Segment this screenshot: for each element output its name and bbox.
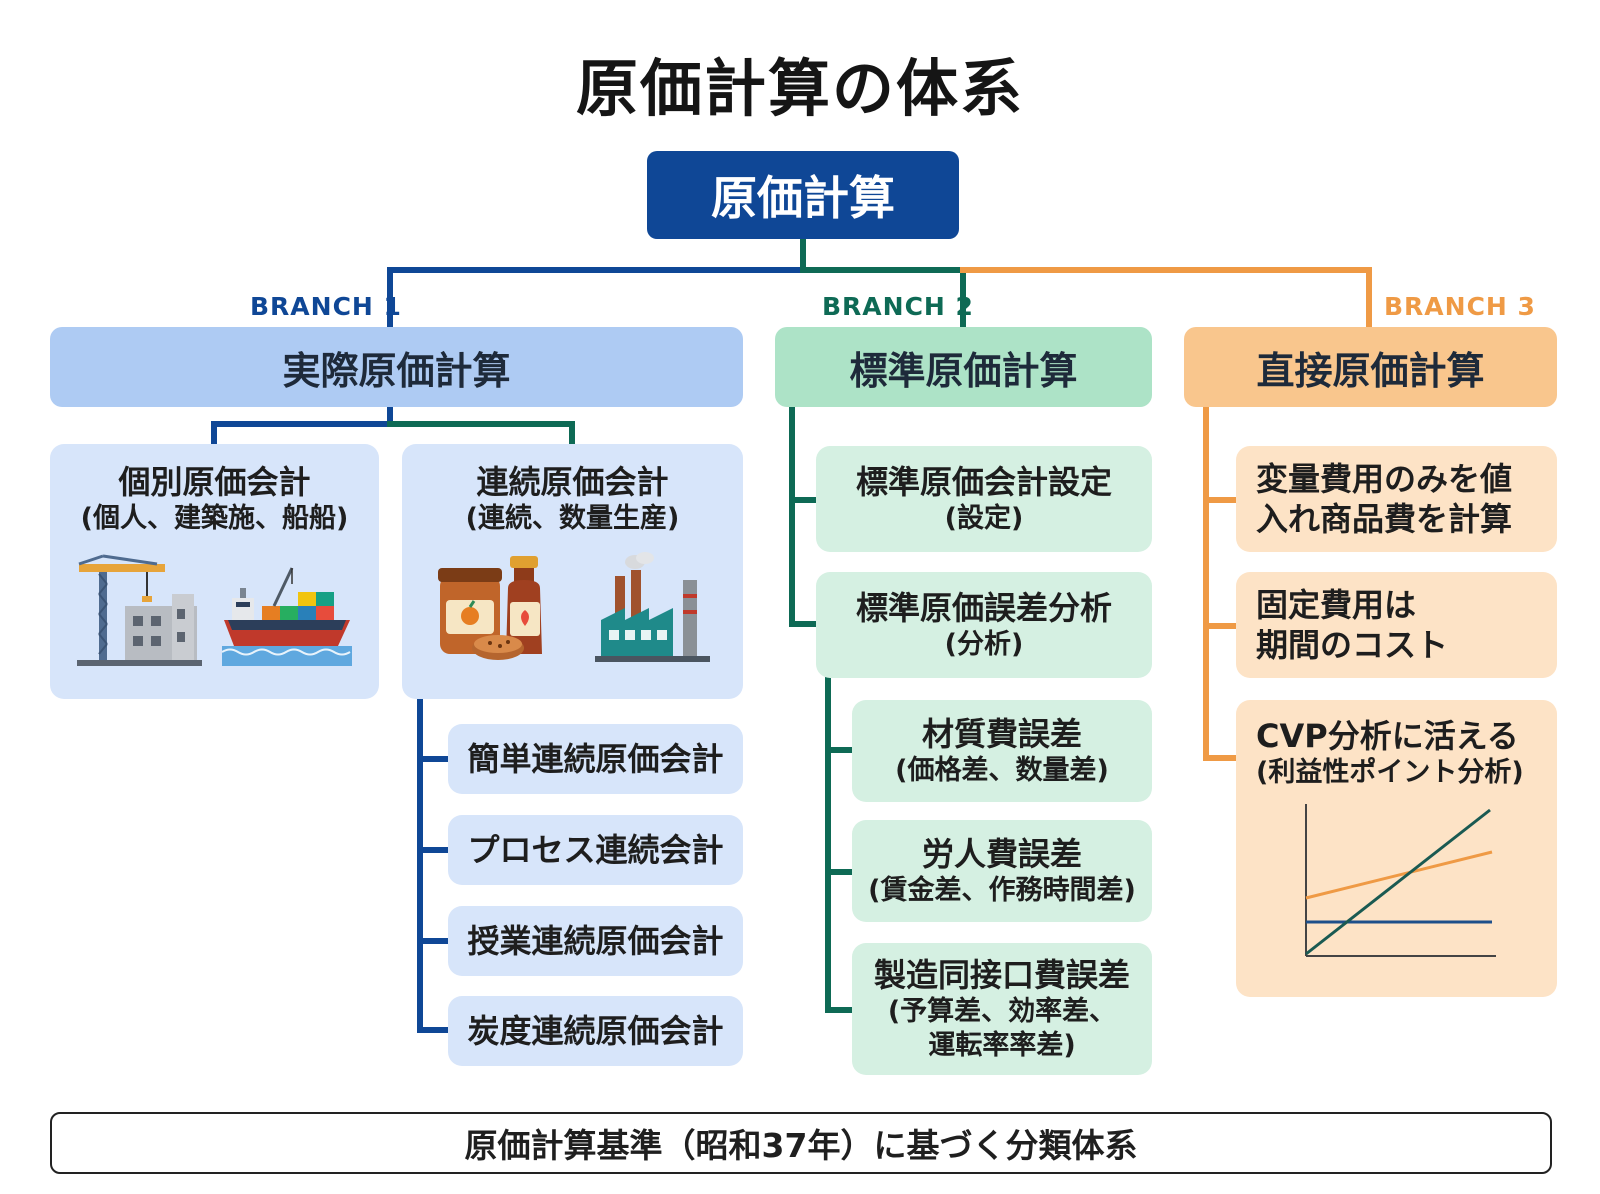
branch-2-subitem-labor: 労人費誤差 (賃金差、作務時間差) [852,820,1152,922]
crane-building-icon [77,554,202,670]
card-sub: (価格差、数量差) [895,755,1109,787]
card-sub: (分析) [944,629,1024,661]
card-line: CVP分析に活える [1256,717,1519,755]
card-sub: (予算差、効率差、 [887,996,1117,1028]
jar-bottle-food-icon [436,550,561,669]
branch-3-card-fixed: 固定費用は 期間のコスト [1236,572,1557,678]
branch-3-card-cvp: CVP分析に活える (利益性ポイント分析) [1236,700,1557,997]
card-line: 期間のコスト [1256,626,1449,664]
branch-2-tag: BRANCH 2 [822,292,974,321]
branch-1-card-job-order: 個別原価会計 (個人、建築施、船船) [50,444,379,699]
card-title: 個別原価会計 [118,463,311,501]
card-title: 製造同接口費誤差 [873,956,1130,995]
branch-3-card-variable: 変量費用のみを値 入れ商品費を計算 [1236,446,1557,552]
branch-2-card-setting: 標準原価会計設定 (設定) [816,446,1152,552]
card-title: 労人費誤差 [921,835,1082,874]
branch-1-subitem: プロセス連続会計 [448,815,743,885]
branch-3-tag: BRANCH 3 [1384,292,1536,321]
card-title: 標準原価会計設定 [855,463,1112,502]
card-line: 変量費用のみを値 [1256,460,1513,498]
card-title: 材質費誤差 [921,715,1082,754]
branch-1-subitem: 簡単連続原価会計 [448,724,743,794]
cargo-ship-icon [221,554,352,670]
card-line: 入れ商品費を計算 [1256,500,1513,538]
factory-icon [594,550,710,669]
branch-3-head: 直接原価計算 [1184,327,1557,407]
card-sub: (連続、数量生産) [465,503,680,534]
branch-1-head: 実際原価計算 [50,327,743,407]
card-sub: (設定) [944,503,1024,535]
card-sub: (個人、建築施、船船) [80,503,349,534]
branch-1-subitem: 炭度連続原価会計 [448,996,743,1066]
branch-2-subitem-overhead: 製造同接口費誤差 (予算差、効率差、 運転率率差) [852,943,1152,1075]
subitem-label: 簡単連続原価会計 [467,740,724,778]
page-title: 原価計算の体系 [575,52,1024,125]
subitem-label: 炭度連続原価会計 [467,1012,724,1050]
card-sub-2: 運転率率差) [928,1030,1076,1061]
card-title: 標準原価誤差分析 [855,589,1112,628]
subitem-label: 授業連続原価会計 [467,922,724,960]
root-node: 原価計算 [647,151,959,239]
branch-1-tag: BRANCH 1 [250,292,402,321]
cvp-chart-icon [1296,803,1496,968]
card-title: 連続原価会計 [476,463,669,501]
subitem-label: プロセス連続会計 [467,831,724,869]
branch-2-subitem-material: 材質費誤差 (価格差、数量差) [852,700,1152,802]
branch-2-head: 標準原価計算 [775,327,1152,407]
card-line: (利益性ポイント分析) [1256,757,1524,788]
footer-note: 原価計算基準（昭和37年）に基づく分類体系 [50,1112,1552,1174]
branch-1-subitem: 授業連続原価会計 [448,906,743,976]
card-sub: (賃金差、作務時間差) [868,875,1136,907]
branch-1-card-process: 連続原価会計 (連続、数量生産) [402,444,743,699]
card-line: 固定費用は [1256,586,1417,624]
branch-2-card-analysis: 標準原価誤差分析 (分析) [816,572,1152,678]
